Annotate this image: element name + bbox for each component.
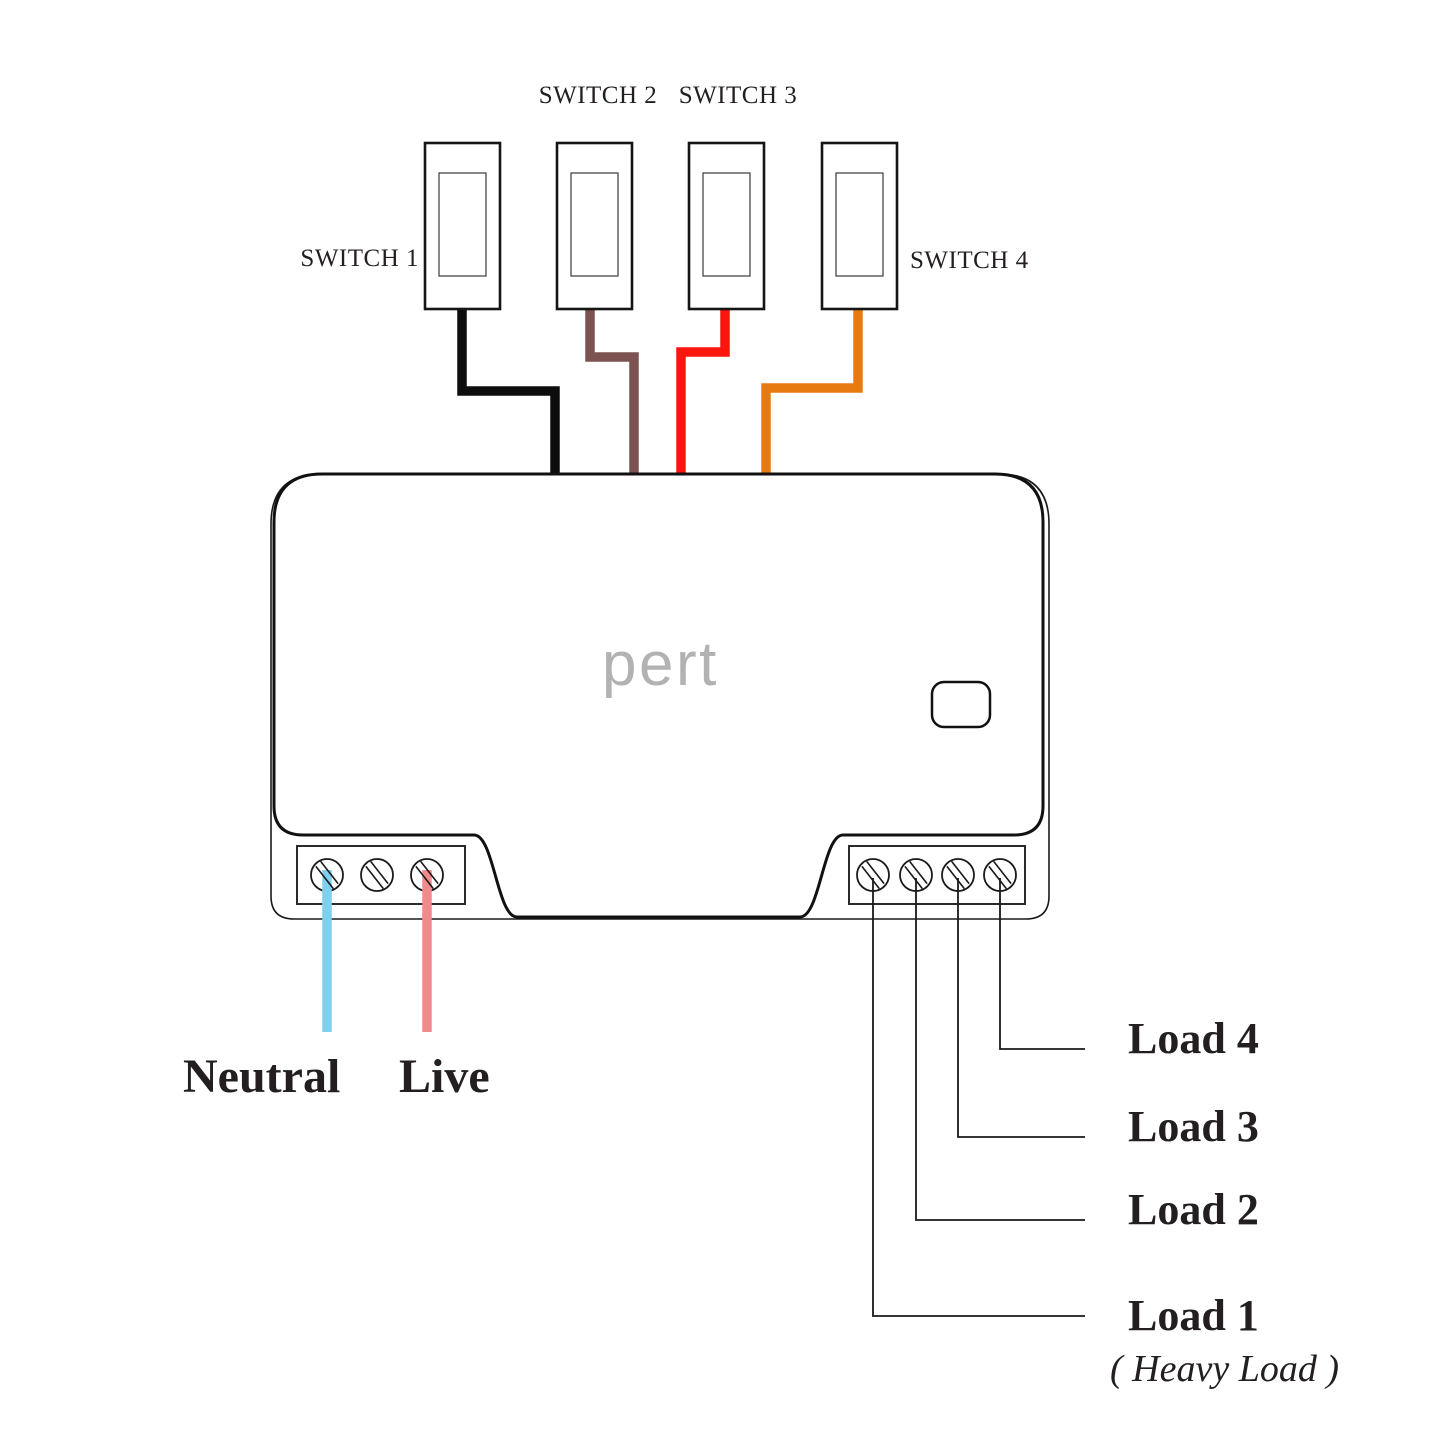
load3-line — [957, 878, 1085, 1138]
neutral-label: Neutral — [183, 1050, 340, 1103]
switch-2-label: SWITCH 2 — [539, 82, 658, 109]
switch-1-label: SWITCH 1 — [300, 245, 419, 272]
middle-terminal-screw — [360, 858, 394, 892]
switch-2 — [555, 141, 634, 311]
load1-label: Load 1 — [1128, 1291, 1259, 1340]
switch-4-label: SWITCH 4 — [910, 247, 1029, 274]
load1-line — [872, 878, 1085, 1317]
screw-slot — [365, 861, 389, 889]
switch-1-rocker — [438, 172, 487, 277]
load4-line — [999, 878, 1085, 1050]
device-main-body — [272, 472, 1045, 919]
load2-line — [915, 878, 1085, 1221]
device-brand-logo: pert — [602, 630, 719, 699]
switch-4 — [820, 141, 899, 311]
screw-slot — [988, 861, 1012, 889]
device-button — [930, 680, 992, 729]
load1-note: ( Heavy Load ) — [1110, 1348, 1339, 1390]
switch-3-label: SWITCH 3 — [679, 82, 798, 109]
switch-3 — [687, 141, 766, 311]
screw-slot — [946, 861, 970, 889]
screw-slot — [904, 861, 928, 889]
screw-slot — [415, 861, 439, 889]
switch-2-rocker — [570, 172, 619, 277]
load3-label: Load 3 — [1128, 1102, 1259, 1151]
screw-slot — [861, 861, 885, 889]
screw-slot — [315, 861, 339, 889]
load2-label: Load 2 — [1128, 1185, 1259, 1234]
load4-label: Load 4 — [1128, 1014, 1259, 1063]
switch2-wire — [585, 304, 639, 480]
switch-4-rocker — [835, 172, 884, 277]
switch1-wire — [457, 304, 560, 480]
switch3-wire — [676, 304, 730, 480]
live-label: Live — [399, 1050, 490, 1103]
switch4-wire — [761, 304, 863, 480]
switch-3-rocker — [702, 172, 751, 277]
switch-1 — [423, 141, 502, 311]
